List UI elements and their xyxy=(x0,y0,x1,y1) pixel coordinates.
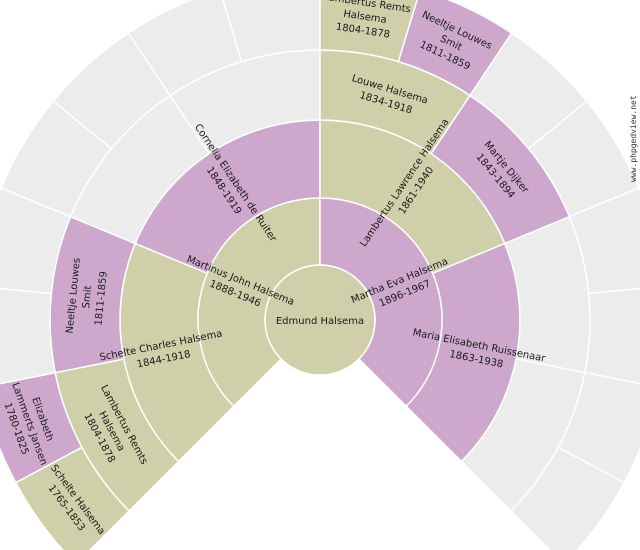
root-person-circle[interactable] xyxy=(264,264,376,376)
empty-ancestor-segment xyxy=(583,287,640,385)
ancestor-name: Smit xyxy=(81,285,94,309)
site-watermark: www.phpgedview.net xyxy=(629,95,638,182)
empty-ancestor-segment xyxy=(0,287,57,385)
ancestor-dates: 1811-1859 xyxy=(93,271,109,326)
root-person-name: Edmund Halsema xyxy=(276,316,364,327)
empty-ancestor-segment xyxy=(509,446,626,550)
